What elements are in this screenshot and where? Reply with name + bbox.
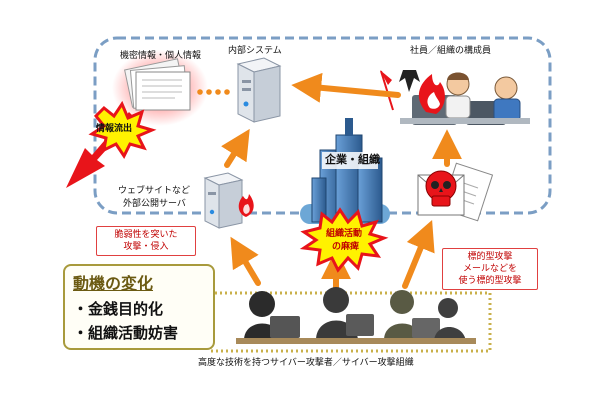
web-server-icon [203, 172, 244, 229]
paralysis-burst-icon [299, 207, 389, 273]
devil-fire-icon [380, 70, 445, 114]
motive-item-money: ・金銭目的化 [73, 300, 164, 318]
targeted-line-1: 標的型攻撃 [467, 252, 513, 262]
targeted-line-3: 使う標的型攻撃 [458, 276, 522, 286]
company-building-icon [300, 118, 390, 224]
paralysis-label-1: 組織活動 [326, 229, 363, 239]
internal-server-icon [236, 57, 282, 123]
fire-icon [238, 194, 254, 217]
vulnerability-line-2: 攻撃・侵入 [123, 242, 169, 252]
company-label: 企業・組織 [325, 153, 380, 166]
attackers-label: 高度な技術を持つサイバー攻撃者／サイバー攻撃組織 [198, 358, 414, 368]
motive-change-box: 動機の変化 ・金銭目的化 ・組織活動妨害 [63, 264, 215, 350]
malicious-mail-icon [417, 162, 494, 222]
employees-label: 社員／組織の構成員 [410, 46, 492, 56]
attackers-icon [236, 287, 476, 344]
vulnerability-callout: 脆弱性を突いた 攻撃・侵入 [96, 226, 196, 256]
motive-item-obstruction: ・組織活動妨害 [73, 324, 179, 342]
vulnerability-line-1: 脆弱性を突いた [114, 230, 178, 240]
company-label-bg [322, 152, 378, 169]
dotted-link [197, 89, 230, 95]
targeted-attack-callout: 標的型攻撃 メールなどを 使う標的型攻撃 [442, 248, 538, 290]
targeted-line-2: メールなどを [462, 264, 517, 274]
arrow-web-to-internal [221, 128, 250, 168]
public-server-label: 外部公開サーバ [123, 199, 186, 209]
website-label: ウェブサイトなど [118, 186, 191, 196]
arrow-employees-to-internal [291, 72, 401, 103]
arrow-attackers-to-web [230, 236, 261, 286]
attack-arrows [221, 72, 462, 293]
motive-title: 動機の変化 [73, 274, 154, 293]
confidential-info-label: 機密情報・個人情報 [120, 51, 202, 61]
internal-system-label: 内部システム [228, 46, 282, 56]
leak-burst-icon [88, 100, 157, 159]
arrow-attackers-to-mail [402, 220, 435, 289]
paralysis-label-2: の麻痺 [332, 242, 360, 252]
documents-icon [112, 50, 208, 126]
leak-label: 情報流出 [96, 124, 133, 134]
